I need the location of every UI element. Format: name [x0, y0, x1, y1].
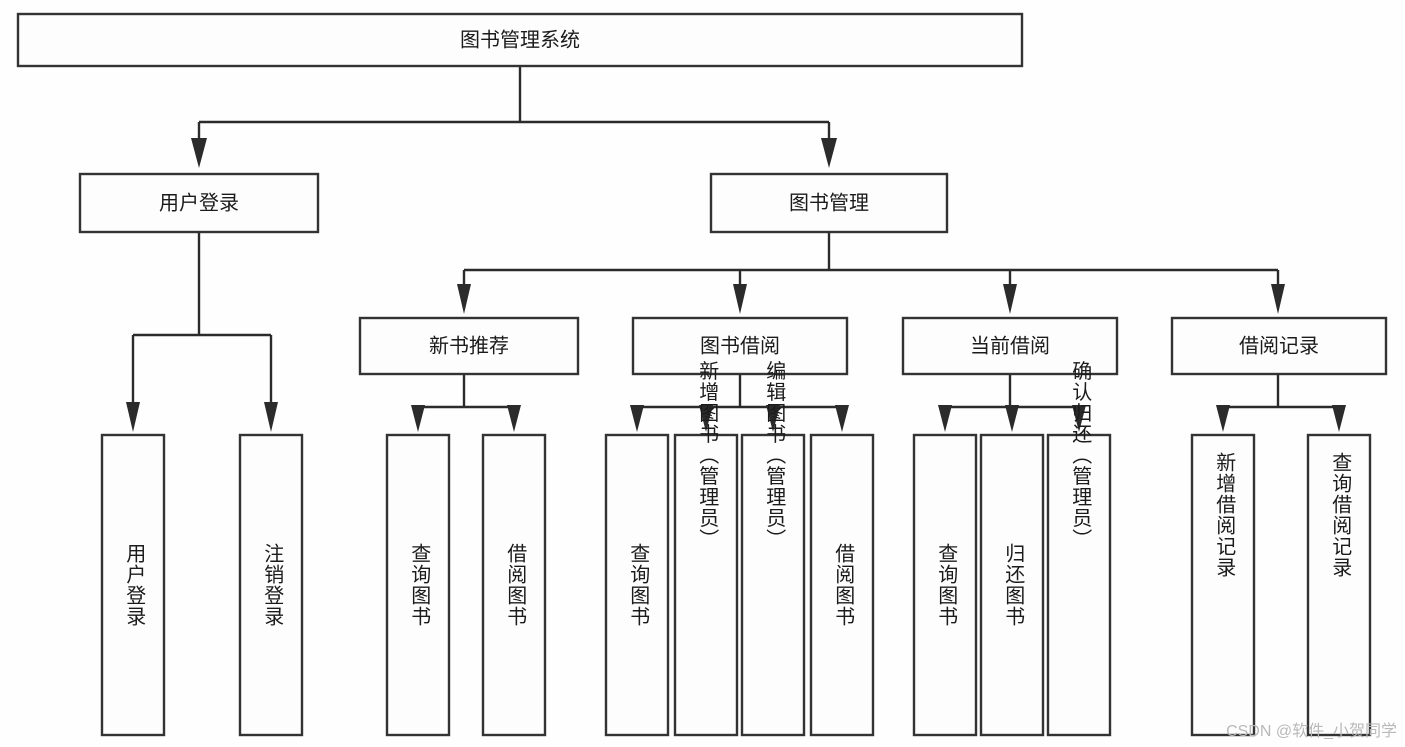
arrowhead-borrow-record: [1271, 284, 1285, 314]
node-leaf-borrow-book-1-box[interactable]: [481, 433, 547, 737]
arrowhead-leaf-query-book-1: [411, 405, 425, 432]
arrowhead-leaf-edit-book: [766, 405, 780, 432]
arrowhead-new-book-recommend: [457, 284, 471, 314]
node-user-login-box[interactable]: [78, 172, 320, 234]
node-leaf-query-book-1-label: 查询图书: [408, 543, 431, 627]
node-borrow-record-label: 借阅记录: [1239, 334, 1319, 357]
node-leaf-confirm-return[interactable]: 确认归还（管理员）: [1046, 360, 1112, 737]
node-leaf-query-book-2[interactable]: 查询图书: [604, 433, 670, 737]
arrowhead-leaf-query-book-2: [630, 405, 644, 432]
node-root-label: 图书管理系统: [460, 28, 580, 51]
node-book-borrow-label: 图书借阅: [700, 334, 780, 357]
arrowhead-book-borrow: [733, 284, 747, 314]
node-user-login[interactable]: 用户登录: [78, 172, 320, 234]
arrowhead-leaf-user-login: [126, 402, 140, 432]
node-leaf-user-login[interactable]: 用户登录: [100, 433, 166, 737]
node-new-book-recommend-box[interactable]: [358, 316, 580, 376]
node-leaf-borrow-book-1-label: 借阅图书: [504, 543, 527, 627]
node-current-borrow-label: 当前借阅: [970, 334, 1050, 357]
node-borrow-record-box[interactable]: [1170, 316, 1388, 376]
arrowhead-leaf-confirm-return: [1072, 405, 1086, 432]
node-leaf-borrow-book-2[interactable]: 借阅图书: [809, 433, 875, 737]
node-leaf-query-book-2-box[interactable]: [604, 433, 670, 737]
arrowhead-leaf-query-book-3: [938, 405, 952, 432]
node-user-login-label: 用户登录: [159, 191, 239, 214]
arrowhead-leaf-add-book: [699, 405, 713, 432]
node-leaf-add-book-label: 新增图书（管理员）: [696, 360, 719, 549]
arrowhead-leaf-return-book: [1005, 405, 1019, 432]
node-leaf-add-record-label: 新增借阅记录: [1213, 452, 1236, 578]
node-leaf-confirm-return-box[interactable]: [1046, 433, 1112, 737]
node-leaf-query-book-3-box[interactable]: [912, 433, 978, 737]
node-leaf-user-login-box[interactable]: [100, 433, 166, 737]
node-leaf-edit-book[interactable]: 编辑图书（管理员）: [740, 360, 806, 737]
node-leaf-edit-book-box[interactable]: [740, 433, 806, 737]
node-leaf-borrow-book-1[interactable]: 借阅图书: [481, 433, 547, 737]
node-leaf-add-record-box[interactable]: [1190, 433, 1256, 737]
connector-layer: [126, 66, 1346, 432]
node-leaf-query-book-3[interactable]: 查询图书: [912, 433, 978, 737]
node-root-box[interactable]: [16, 12, 1024, 68]
node-leaf-logout-box[interactable]: [238, 433, 304, 737]
node-root[interactable]: 图书管理系统: [16, 12, 1024, 68]
csdn-watermark: CSDN @软件_小贺同学: [1226, 723, 1397, 740]
arrowhead-leaf-add-record: [1216, 405, 1230, 432]
node-book-manage[interactable]: 图书管理: [709, 172, 949, 234]
node-leaf-return-book[interactable]: 归还图书: [979, 433, 1045, 737]
node-leaf-logout[interactable]: 注销登录: [238, 433, 304, 737]
node-leaf-return-book-box[interactable]: [979, 433, 1045, 737]
node-leaf-query-record-label: 查询借阅记录: [1329, 452, 1352, 578]
node-book-borrow[interactable]: 图书借阅: [631, 316, 849, 376]
arrowhead-leaf-borrow-book-1: [507, 405, 521, 432]
node-leaf-query-book-3-label: 查询图书: [935, 543, 958, 627]
arrowhead-current-borrow: [1003, 284, 1017, 314]
node-leaf-query-book-1[interactable]: 查询图书: [385, 433, 451, 737]
node-leaf-borrow-book-2-box[interactable]: [809, 433, 875, 737]
node-leaf-return-book-label: 归还图书: [1002, 543, 1025, 627]
node-new-book-recommend[interactable]: 新书推荐: [358, 316, 580, 376]
arrowhead-leaf-borrow-book-2: [835, 405, 849, 432]
node-leaf-query-record[interactable]: 查询借阅记录: [1306, 433, 1372, 737]
node-leaf-query-book-2-label: 查询图书: [627, 543, 650, 627]
node-book-manage-label: 图书管理: [789, 191, 869, 214]
node-leaf-add-record[interactable]: 新增借阅记录: [1190, 433, 1256, 737]
node-leaf-add-book[interactable]: 新增图书（管理员）: [673, 360, 739, 737]
node-leaf-user-login-label: 用户登录: [123, 543, 146, 627]
node-book-borrow-box[interactable]: [631, 316, 849, 376]
node-new-book-recommend-label: 新书推荐: [429, 334, 509, 357]
node-leaf-confirm-return-label: 确认归还（管理员）: [1069, 360, 1092, 549]
arrowhead-user-login: [191, 138, 207, 168]
node-leaf-borrow-book-2-label: 借阅图书: [832, 543, 855, 627]
node-leaf-edit-book-label: 编辑图书（管理员）: [763, 360, 786, 549]
node-leaf-logout-label: 注销登录: [261, 543, 284, 627]
node-borrow-record[interactable]: 借阅记录: [1170, 316, 1388, 376]
arrowhead-leaf-logout: [264, 402, 278, 432]
node-book-manage-box[interactable]: [709, 172, 949, 234]
node-leaf-query-book-1-box[interactable]: [385, 433, 451, 737]
node-leaf-add-book-box[interactable]: [673, 433, 739, 737]
node-current-borrow-box[interactable]: [901, 316, 1119, 376]
node-leaf-query-record-box[interactable]: [1306, 433, 1372, 737]
arrowhead-leaf-query-record: [1332, 405, 1346, 432]
node-current-borrow[interactable]: 当前借阅: [901, 316, 1119, 376]
arrowhead-book-manage: [821, 138, 837, 168]
